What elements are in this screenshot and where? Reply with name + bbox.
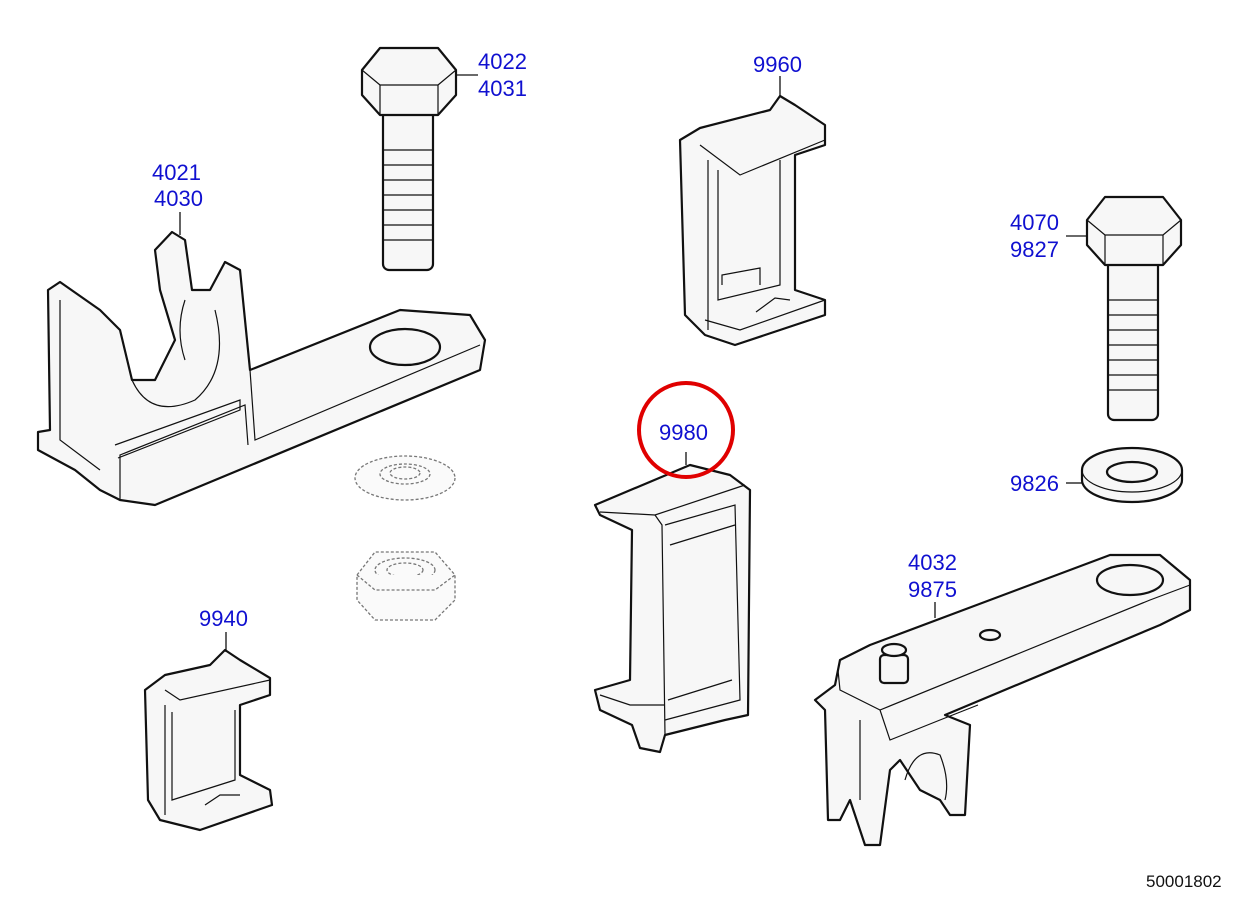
label-9826: 9826 <box>1010 471 1059 496</box>
clamp-4032[interactable] <box>813 553 1192 847</box>
clamp-4021[interactable] <box>36 230 487 507</box>
label-9980: 9980 <box>659 420 708 445</box>
label-4031: 4031 <box>478 76 527 101</box>
label-4030: 4030 <box>154 186 203 211</box>
label-9960: 9960 <box>753 52 802 77</box>
washer-9826[interactable] <box>1080 446 1184 504</box>
document-number: 50001802 <box>1146 872 1222 891</box>
highlight-circle <box>637 381 735 479</box>
clip-9960[interactable] <box>678 94 827 347</box>
label-4032: 4032 <box>908 550 957 575</box>
clip-9940[interactable] <box>143 648 274 832</box>
bolt-4070[interactable] <box>1085 195 1183 422</box>
label-9875: 9875 <box>908 577 957 602</box>
clip-9980[interactable] <box>593 463 752 754</box>
label-4021: 4021 <box>152 160 201 185</box>
label-4070: 4070 <box>1010 210 1059 235</box>
label-4022: 4022 <box>478 49 527 74</box>
washer-phantom <box>354 455 456 501</box>
nut-phantom <box>356 551 456 621</box>
bolt-4022[interactable] <box>360 46 458 272</box>
label-9827: 9827 <box>1010 237 1059 262</box>
label-9940: 9940 <box>199 606 248 631</box>
